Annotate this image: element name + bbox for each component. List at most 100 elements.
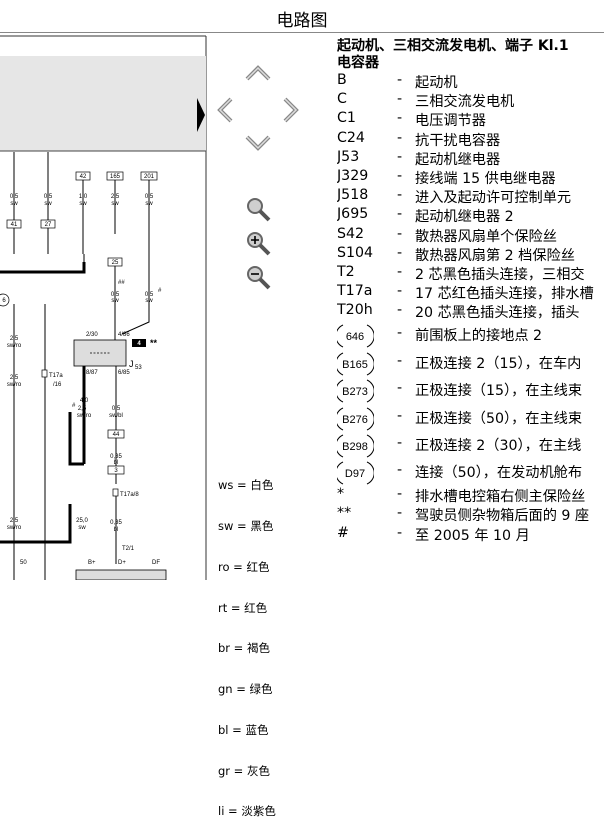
legend-dash: - [397,485,403,502]
fuse-box: 165 [106,171,124,181]
pan-right-icon[interactable] [282,96,300,128]
wire-gauge: 2,5 [78,406,87,412]
wire-color-key: ws = 白色 sw = 黑色 ro = 红色 rt = 红色 br = 褐色 … [218,452,276,833]
color-key-item: bl = 蓝色 [218,722,269,737]
wire-color: sw [111,201,119,207]
legend-desc: 前围板上的接地点 2 [415,328,543,345]
reference-label: 6 [2,298,6,304]
legend-desc: 2 芯黑色插头连接，三相交 [415,266,585,283]
legend-desc: 接线端 15 供电继电器 [415,170,556,187]
pan-left-icon[interactable] [216,96,234,128]
legend-code: J53 [337,148,360,165]
legend-desc: 至 2005 年 10 月 [415,527,530,544]
legend-desc: 正极连接（50），在主线束 [415,410,583,427]
color-key-item: ws = 白色 [218,478,274,493]
svg-text:B165: B165 [342,359,368,371]
wire-color: sw/ro [7,525,22,531]
page-title: 电路图 [276,11,328,31]
legend-row: B-起动机 [337,72,604,91]
header-divider [0,32,604,33]
relay-note-mark: ** [150,338,158,348]
relay-terminal: 8/87 [86,370,98,376]
legend-row: T2-2 芯黑色插头连接，三相交 [337,264,604,283]
ground-point-row: B298 -正极连接 2（30），在主线 [337,431,604,458]
wire-color: sw [111,298,119,304]
terminal-label: B+ [88,560,96,566]
terminal-label: 50 [20,560,27,566]
connector-box: 41 [6,219,22,229]
wire-color: sw [145,201,153,207]
legend-dash: - [397,325,403,342]
thick-wire-loop [68,412,84,466]
color-key-item: li = 淡紫色 [218,804,276,819]
pan-up-icon[interactable] [244,64,272,86]
svg-text:B273: B273 [342,386,368,398]
connector-label: 27 [45,222,52,228]
pan-down-icon[interactable] [244,134,272,156]
wire-color: sw/ro [7,382,22,388]
plug-label: T2/1 [122,546,135,552]
ground-point-row: B276 -正极连接（50），在主线束 [337,404,604,431]
ground-point-symbol: B165 [337,352,374,376]
legend-code: C1 [337,110,356,127]
legend-dash: - [397,407,403,424]
color-key-item: sw = 黑色 [218,518,274,533]
connector-box: 25 [107,257,123,267]
wire-color: sw [44,201,52,207]
legend-code: * [337,485,345,502]
legend-dash: - [397,505,403,522]
legend-row: C24-抗干扰电容器 [337,130,604,149]
connector-box: 3 [107,465,125,475]
relay-j53 [73,339,127,367]
legend-code: J695 [337,206,369,223]
legend-code: ** [337,505,352,522]
legend-dash: - [397,110,403,127]
fuse-panel-area [0,56,206,151]
legend-desc: 三相交流发电机 [415,94,515,111]
relay-name-sub: 53 [135,365,142,371]
legend-desc: 连接（50），在发动机舱布 [415,465,583,482]
wire-color: sw/ro [77,413,92,419]
mark-double-hash: ## [118,280,125,286]
zoom-in-icon[interactable] [244,230,272,262]
svg-text:B276: B276 [342,414,368,426]
relay-name: J [129,359,134,369]
ground-point-row: D97 -连接（50），在发动机舱布 [337,458,604,485]
legend-row: C-三相交流发电机 [337,91,604,110]
relay-terminal: 4/86 [118,332,130,338]
legend-code: C [337,91,347,108]
relay-terminal: 6/85 [118,370,130,376]
zoom-out-icon[interactable] [244,264,272,296]
ground-point-symbol: B276 [337,407,374,431]
fuse-box: 201 [140,171,158,181]
connector-label: 44 [113,432,120,438]
legend-dash: - [397,244,403,261]
reference-circle [0,293,10,307]
legend-desc: 散热器风扇单个保险丝 [415,228,557,245]
fuse-label: 165 [110,174,121,180]
legend-dash: - [397,380,403,397]
wire-gauge: 0,35 [110,520,122,526]
legend-desc: 起动机继电器 [415,151,501,168]
legend-row: C1-电压调节器 [337,110,604,129]
wire-bundle-top [13,152,150,314]
plug-label: T17a [49,373,63,379]
legend-desc: 进入及起动许可控制单元 [415,190,572,207]
component-legend: 起动机、三相交流发电机、端子 Kl.1 电容器 B-起动机 C-三相交流发电机 … [337,38,604,544]
legend-dash: - [397,462,403,479]
color-key-item: rt = 红色 [218,600,268,615]
legend-dash: - [397,72,403,88]
legend-heading: 起动机、三相交流发电机、端子 Kl.1 [337,38,569,54]
legend-code: C24 [337,129,365,146]
wire-color: sw [10,201,18,207]
zoom-fit-icon[interactable] [244,196,272,228]
legend-desc: 起动机继电器 2 [415,209,514,226]
connector-box: 27 [40,219,56,229]
color-key-item: ro = 红色 [218,559,270,574]
legend-desc: 正极连接 2（15），在车内 [415,355,582,372]
legend-desc: 驾驶员侧杂物箱后面的 9 座 [415,508,590,525]
legend-code: S104 [337,244,374,261]
wire-gauge: 2,5 [10,375,19,381]
legend-desc: 散热器风扇第 2 档保险丝 [415,247,575,264]
wire-gauge: 0,5 [44,194,53,200]
